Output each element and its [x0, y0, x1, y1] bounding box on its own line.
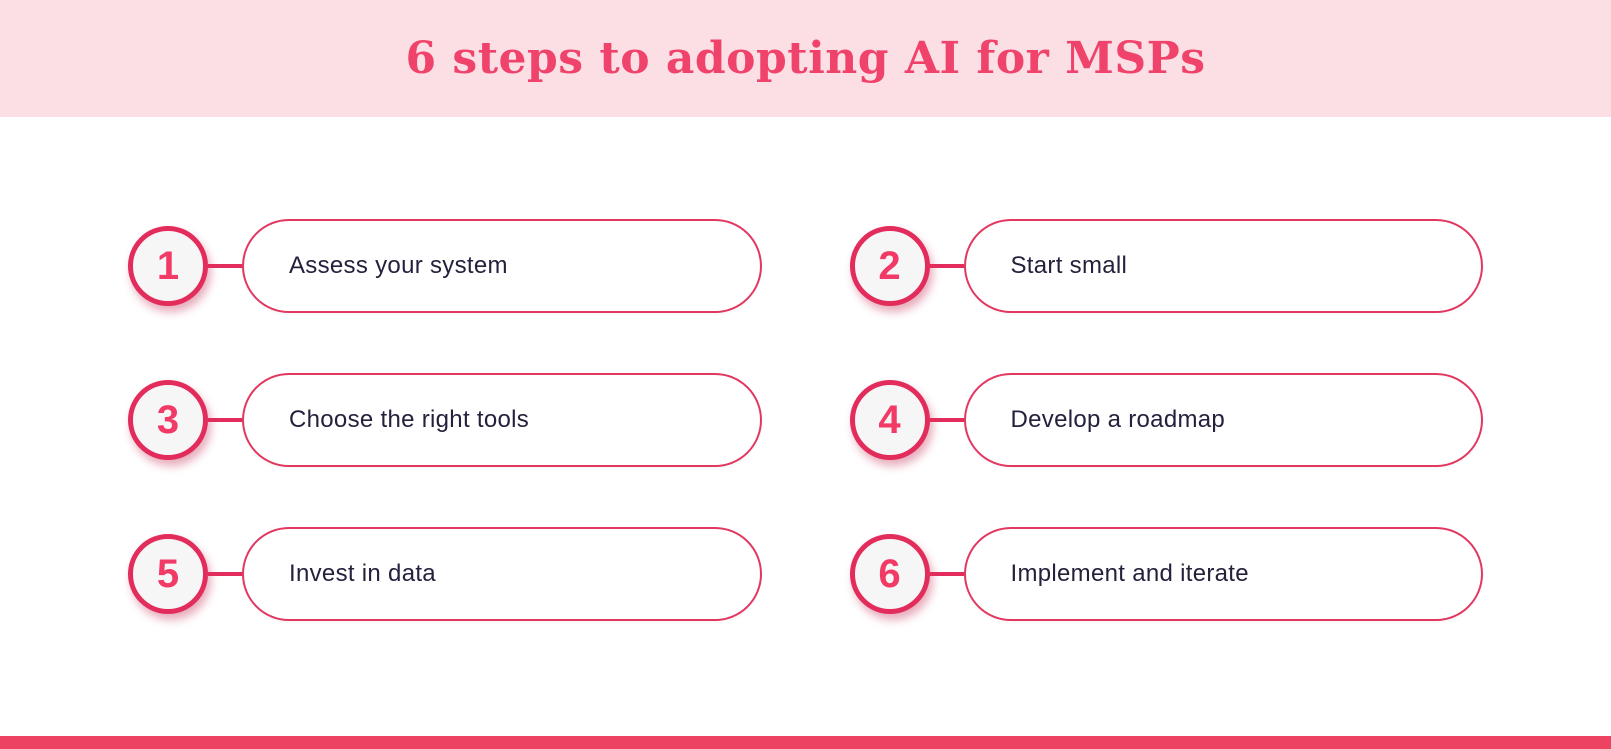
step-label: Start small: [1010, 252, 1128, 279]
step-label-pill: Implement and iterate: [963, 527, 1483, 621]
connector-line: [929, 264, 964, 268]
step-label: Develop a roadmap: [1010, 406, 1226, 433]
step-item-4: 4 Develop a roadmap: [849, 373, 1483, 467]
step-label-pill: Choose the right tools: [242, 373, 762, 467]
step-number-badge: 5: [128, 534, 208, 614]
connector-line: [929, 572, 964, 576]
step-label: Implement and iterate: [1010, 560, 1249, 587]
step-item-2: 2 Start small: [849, 219, 1483, 313]
step-label: Choose the right tools: [289, 406, 530, 433]
step-label-pill: Start small: [963, 219, 1483, 313]
step-number-badge: 2: [849, 226, 930, 306]
step-label-pill: Assess your system: [242, 219, 762, 313]
step-item-6: 6 Implement and iterate: [849, 527, 1483, 621]
step-item-5: 5 Invest in data: [128, 527, 762, 621]
step-number: 3: [156, 398, 180, 442]
step-number-badge: 4: [849, 380, 930, 460]
connector-line: [208, 418, 242, 422]
footer-bar: [0, 736, 1611, 749]
step-number: 4: [878, 398, 901, 442]
step-label: Assess your system: [289, 252, 508, 279]
step-number: 6: [878, 552, 901, 596]
infographic-title: 6 steps to adopting AI for MSPs: [405, 33, 1206, 84]
step-number: 5: [156, 552, 180, 596]
step-number-badge: 6: [849, 534, 930, 614]
step-number-badge: 1: [128, 226, 208, 306]
step-number-badge: 3: [128, 380, 208, 460]
steps-grid: 1 Assess your system 2 Start small 3 Cho…: [0, 117, 1611, 621]
connector-line: [208, 264, 242, 268]
connector-line: [929, 418, 964, 422]
step-number: 1: [156, 244, 180, 288]
step-label: Invest in data: [289, 560, 436, 587]
step-label-pill: Develop a roadmap: [963, 373, 1483, 467]
step-number: 2: [878, 244, 901, 288]
step-label-pill: Invest in data: [242, 527, 762, 621]
header-banner: 6 steps to adopting AI for MSPs: [0, 0, 1611, 117]
step-item-1: 1 Assess your system: [128, 219, 762, 313]
connector-line: [208, 572, 242, 576]
step-item-3: 3 Choose the right tools: [128, 373, 762, 467]
